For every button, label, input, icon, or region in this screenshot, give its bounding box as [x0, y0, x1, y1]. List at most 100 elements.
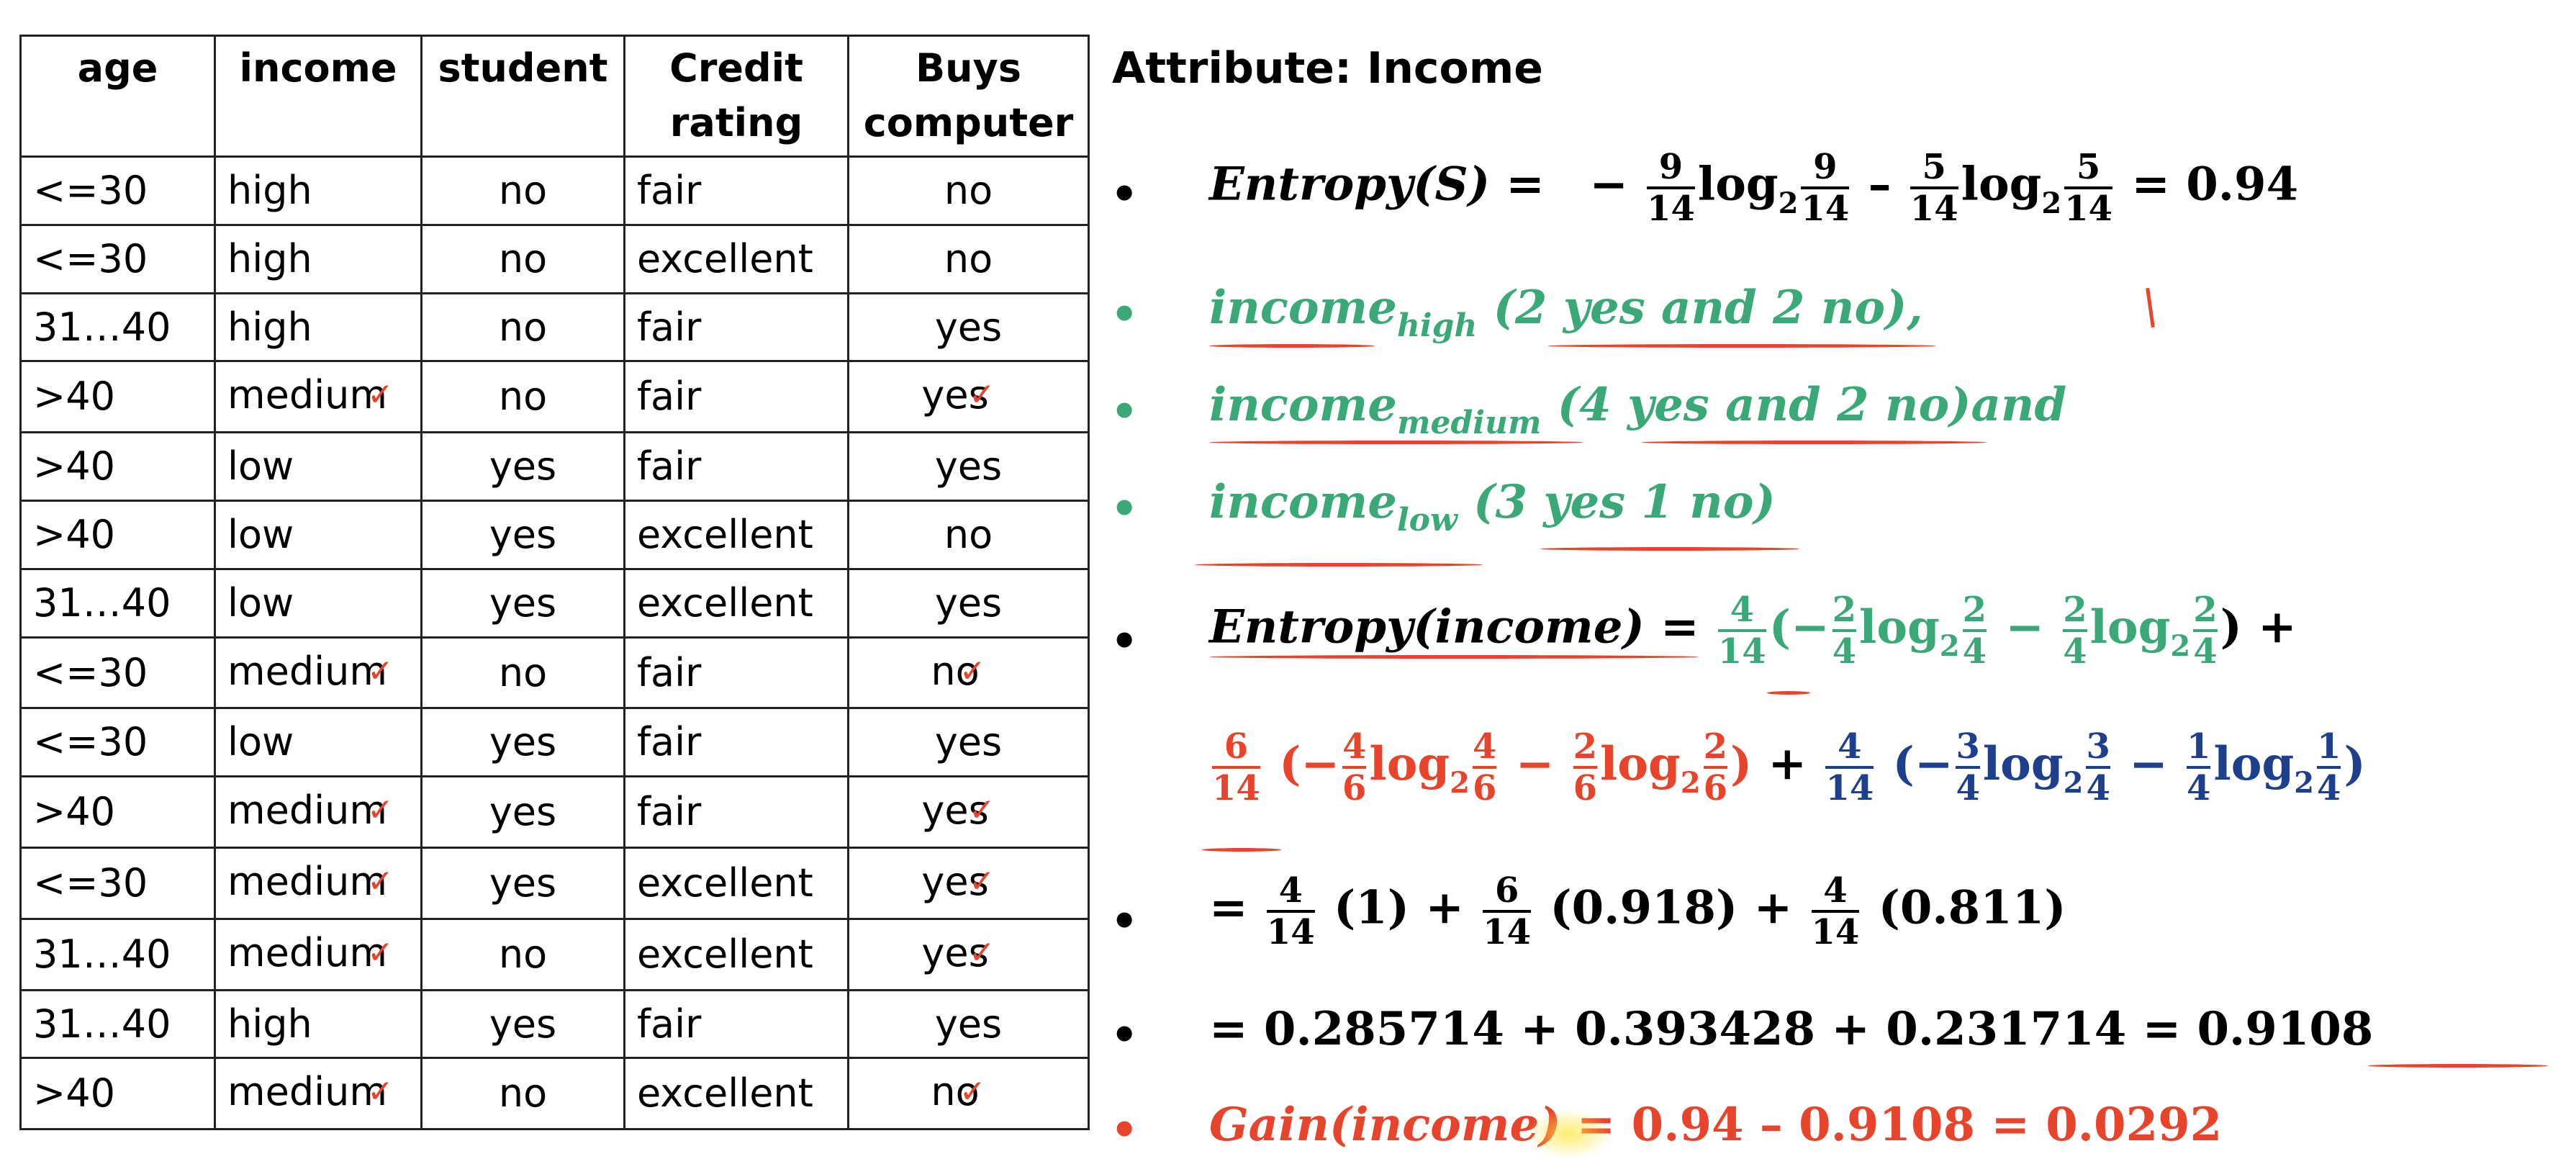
bullet: •	[1111, 1010, 1139, 1060]
underline-annotation	[1641, 441, 1987, 444]
cell-income: medium✓	[214, 917, 422, 991]
header-student: student	[420, 35, 625, 158]
training-data-table: age income student Credit rating Buys co…	[19, 35, 1090, 1131]
cell-income: high	[214, 155, 422, 226]
cell-income: medium✓	[214, 846, 422, 920]
cell-buys-computer: yes	[847, 707, 1090, 778]
cell-income: high	[214, 292, 422, 363]
cell-buys-computer: yes	[847, 292, 1090, 363]
check-mark-annotation: ✓	[366, 1073, 394, 1111]
cell-age: >40	[19, 1057, 216, 1131]
cell-income: low	[214, 567, 422, 639]
bullet: •	[1111, 616, 1139, 667]
cell-age: <=30	[19, 636, 216, 710]
header-buys-computer: Buys computer	[847, 35, 1090, 158]
tick-annotation	[2146, 287, 2155, 328]
check-mark-annotation: ✓	[968, 376, 995, 414]
cell-credit-rating: fair	[623, 155, 849, 226]
cell-student: no	[420, 223, 625, 294]
header-credit-rating: Credit rating	[623, 35, 849, 158]
cell-credit-rating: excellent	[623, 223, 849, 294]
bullet: •	[1111, 1105, 1139, 1155]
cell-credit-rating: fair	[623, 988, 849, 1060]
cell-student: no	[420, 1057, 625, 1131]
section-title: Attribute: Income	[1112, 43, 1543, 94]
cell-buys-computer: yes✓	[847, 846, 1090, 920]
cell-credit-rating: excellent	[623, 846, 849, 920]
cell-income: low	[214, 499, 422, 570]
underline-annotation	[1547, 344, 1936, 348]
check-mark-annotation: ✓	[968, 934, 995, 971]
cell-buys-computer: yes	[847, 567, 1090, 639]
cell-student: yes	[420, 988, 625, 1060]
underline-annotation	[1540, 547, 1799, 551]
underline-annotation	[1195, 563, 1483, 567]
cell-income: medium✓	[214, 636, 422, 710]
cell-age: >40	[19, 360, 216, 434]
cell-age: <=30	[19, 223, 216, 294]
cell-credit-rating: fair	[623, 431, 849, 502]
cell-buys-computer: yes	[847, 988, 1090, 1060]
entropy-income-lhs: Entropy(income)	[1209, 600, 1645, 654]
cell-buys-computer: yes✓	[847, 775, 1090, 849]
cell-income: low	[214, 431, 422, 502]
cell-student: yes	[420, 707, 625, 778]
underline-annotation	[1767, 691, 1810, 695]
cursor-highlight	[1526, 1109, 1612, 1159]
check-mark-annotation: ✓	[968, 792, 995, 829]
underline-annotation	[1209, 344, 1375, 348]
table-header-row: age income student Credit rating Buys co…	[19, 35, 1090, 158]
bullet: •	[1111, 169, 1139, 220]
cell-credit-rating: fair	[623, 707, 849, 778]
check-mark-annotation: ✓	[366, 792, 394, 829]
entropy-s-result: = 0.94	[2131, 157, 2299, 212]
check-mark-annotation: ✓	[366, 862, 394, 900]
cell-income: high	[214, 223, 422, 294]
check-mark-annotation: ✓	[366, 934, 394, 971]
cell-buys-computer: no	[847, 499, 1090, 570]
cell-student: no	[420, 360, 625, 434]
gain-lhs: Gain(income)	[1209, 1098, 1561, 1152]
header-age: age	[19, 35, 216, 158]
cell-credit-rating: fair	[623, 292, 849, 363]
underline-annotation	[2368, 1064, 2548, 1068]
cell-credit-rating: fair	[623, 360, 849, 434]
cell-income: medium✓	[214, 1057, 422, 1131]
cell-student: no	[420, 917, 625, 991]
entropy-s-lhs: Entropy(S) =	[1209, 157, 1545, 212]
bullet: •	[1111, 289, 1139, 340]
cell-student: no	[420, 292, 625, 363]
underline-annotation	[1202, 848, 1281, 852]
cell-student: yes	[420, 499, 625, 570]
cell-buys-computer: no	[847, 223, 1090, 294]
check-mark-annotation: ✓	[366, 652, 394, 690]
minus-sign: −	[1589, 157, 1628, 212]
header-income: income	[214, 35, 422, 158]
cell-credit-rating: excellent	[623, 917, 849, 991]
cell-age: <=30	[19, 155, 216, 226]
income-high-line: incomehigh (2 yes and 2 no),	[1209, 281, 1923, 344]
cell-credit-rating: fair	[623, 775, 849, 849]
sum-result-equation: = 0.285714 + 0.393428 + 0.231714 = 0.910…	[1209, 1002, 2374, 1056]
cell-age: >40	[19, 775, 216, 849]
cell-age: 31…40	[19, 292, 216, 363]
income-medium-line: incomemedium (4 yes and 2 no)and	[1209, 378, 2067, 441]
underline-annotation	[1209, 655, 1699, 659]
cell-student: yes	[420, 846, 625, 920]
cell-student: yes	[420, 567, 625, 639]
cell-age: <=30	[19, 707, 216, 778]
check-mark-annotation: ✓	[959, 652, 986, 690]
cell-income: medium✓	[214, 360, 422, 434]
